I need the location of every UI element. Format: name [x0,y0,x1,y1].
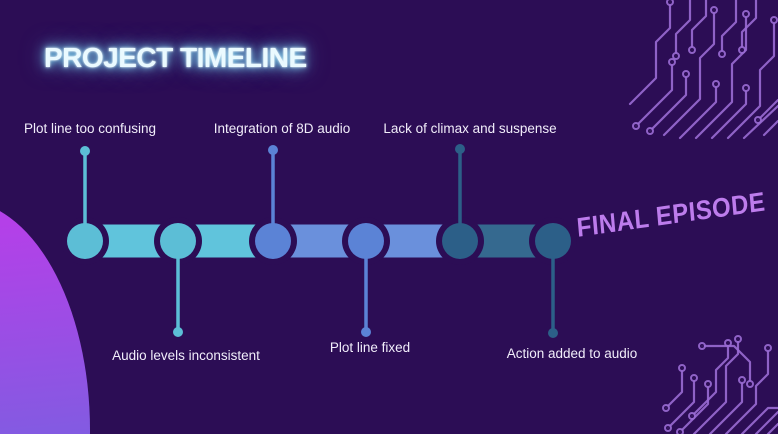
timeline-nodes [67,223,571,259]
stem-dot [80,146,90,156]
milestone-label-1: Plot line too confusing [23,121,157,136]
milestone-label-6: Action added to audio [506,346,638,361]
timeline-node-2 [160,223,196,259]
stem-dot [173,327,183,337]
circuit-pattern-top-right-icon [628,0,778,140]
timeline-node-6 [535,223,571,259]
timeline-node-3 [255,223,291,259]
milestone-label-5: Lack of climax and suspense [383,121,557,136]
timeline-node-5 [442,223,478,259]
timeline-node-4 [348,223,384,259]
timeline-node-1 [67,223,103,259]
stem-dot [548,328,558,338]
milestone-label-4: Plot line fixed [329,340,411,355]
milestone-label-2: Audio levels inconsistent [112,348,260,363]
stem-dot [455,144,465,154]
milestone-label-3: Integration of 8D audio [213,121,351,136]
slide-title: PROJECT TIMELINE [44,42,307,73]
circuit-pattern-bottom-right-icon [662,335,778,434]
stem-dot [268,145,278,155]
stem-dot [361,327,371,337]
